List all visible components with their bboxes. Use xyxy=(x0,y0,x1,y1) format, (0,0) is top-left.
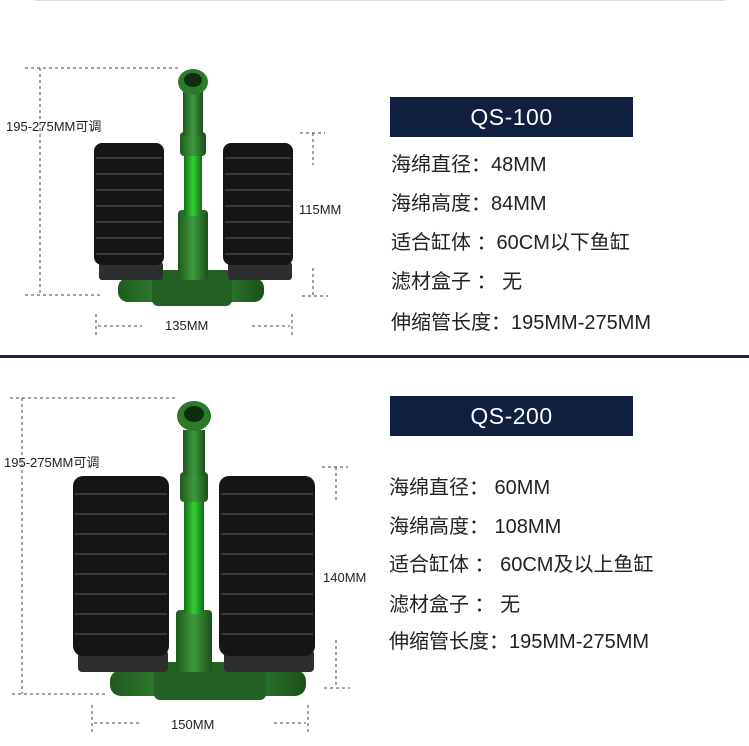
qs100-left-sponge xyxy=(94,143,164,280)
product-panel-qs100: 195-275MM可调 115MM 135MM QS-100 海绵直径：48MM… xyxy=(0,0,749,357)
panel-divider xyxy=(0,355,749,358)
spec-sponge-height: 海绵高度：84MM xyxy=(391,193,547,215)
qs100-right-sponge xyxy=(223,143,293,280)
spec-tube-length: 伸缩管长度：195MM-275MM xyxy=(391,312,652,334)
qs200-illustration xyxy=(10,397,350,735)
spec-sponge-diameter: 海绵直径： 60MM xyxy=(389,477,551,499)
qs200-right-sponge xyxy=(219,476,315,672)
qs100-illustration xyxy=(25,67,328,338)
qs200-dimension-lines xyxy=(10,397,350,735)
spec-sponge-diameter: 海绵直径：48MM xyxy=(391,154,547,176)
qs100-sponge-height-label: 115MM xyxy=(299,202,342,217)
qs100-height-range-label: 195-275MM可调 xyxy=(6,119,102,134)
spec-tube-length: 伸缩管长度：195MM-275MM xyxy=(389,631,650,653)
qs100-base-joint xyxy=(152,270,232,306)
qs100-dimension-lines xyxy=(25,67,328,338)
qs200-width-label: 150MM xyxy=(171,717,215,732)
spec-filter-box: 滤材盒子 ： 无 xyxy=(391,271,523,293)
spec-tank-size: 适合缸体 ： 60CM及以上鱼缸 xyxy=(389,554,654,576)
qs200-left-sponge xyxy=(73,476,169,672)
top-divider xyxy=(35,0,725,1)
qs100-width-label: 135MM xyxy=(165,318,209,333)
spec-tank-size: 适合缸体 ：60CM以下鱼缸 xyxy=(391,232,630,254)
product-panel-qs200: 195-275MM可调 140MM 150MM QS-200 海绵直径： 60M… xyxy=(0,360,749,746)
qs200-lift-tube xyxy=(176,401,212,672)
model-title-qs200: QS-200 xyxy=(390,396,633,436)
qs100-lift-tube xyxy=(178,69,208,280)
qs200-sponge-height-label: 140MM xyxy=(323,570,367,585)
model-title-qs100: QS-100 xyxy=(390,97,633,137)
spec-sponge-height: 海绵高度： 108MM xyxy=(389,516,562,538)
spec-filter-box: 滤材盒子 ： 无 xyxy=(389,594,521,616)
qs200-height-range-label: 195-275MM可调 xyxy=(4,455,100,470)
